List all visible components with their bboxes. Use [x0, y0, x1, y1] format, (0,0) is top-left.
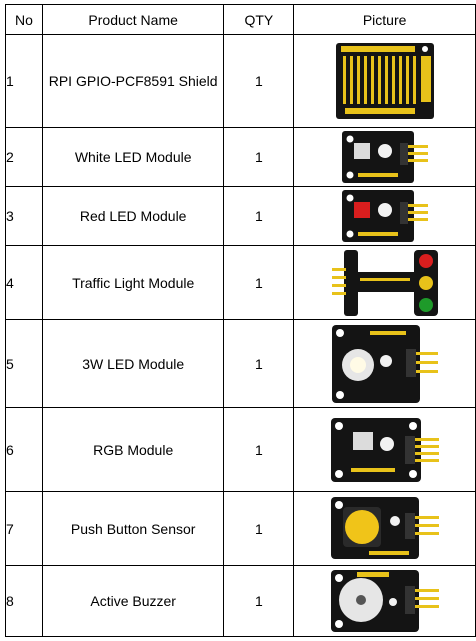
row-number: 7: [5, 491, 43, 566]
row-number: 4: [5, 245, 43, 320]
traffic-light-module-image: [331, 249, 438, 316]
product-qty: 1: [223, 34, 295, 128]
product-qty: 1: [223, 186, 295, 246]
row-number: 5: [5, 319, 43, 408]
table-row: 7 Push Button Sensor 1: [5, 491, 476, 566]
product-qty: 1: [223, 319, 295, 408]
product-name: White LED Module: [41, 127, 225, 187]
rgb-module-image: [330, 417, 439, 482]
row-number: 6: [5, 407, 43, 492]
product-qty: 1: [223, 491, 295, 566]
product-table: No Product Name QTY Picture 1 RPI GPIO-P…: [5, 4, 476, 637]
header-picture: Picture: [293, 4, 476, 35]
header-qty: QTY: [223, 4, 295, 35]
push-button-module-image: [330, 496, 439, 559]
product-qty: 1: [223, 407, 295, 492]
red-led-module-image: [341, 190, 428, 242]
product-picture: [293, 407, 476, 492]
product-picture: [293, 245, 476, 320]
table-row: 1 RPI GPIO-PCF8591 Shield 1: [5, 34, 476, 128]
row-number: 2: [5, 127, 43, 187]
table-row: 2 White LED Module 1: [5, 127, 476, 187]
product-qty: 1: [223, 245, 295, 320]
row-number: 3: [5, 186, 43, 246]
header-row: No Product Name QTY Picture: [5, 4, 476, 35]
product-name: RPI GPIO-PCF8591 Shield: [41, 34, 225, 128]
product-qty: 1: [223, 565, 295, 637]
product-picture: [293, 186, 476, 246]
product-qty: 1: [223, 127, 295, 187]
active-buzzer-module-image: [330, 570, 439, 632]
gpio-shield-board-image: [335, 43, 434, 119]
product-picture: [293, 34, 476, 128]
product-name: RGB Module: [41, 407, 225, 492]
product-picture: [293, 319, 476, 408]
product-name: 3W LED Module: [41, 319, 225, 408]
product-name: Active Buzzer: [41, 565, 225, 637]
row-number: 1: [5, 34, 43, 128]
product-picture: [293, 565, 476, 637]
product-name: Traffic Light Module: [41, 245, 225, 320]
header-no: No: [5, 4, 43, 35]
header-product-name: Product Name: [41, 4, 225, 35]
product-name: Red LED Module: [41, 186, 225, 246]
3w-led-module-image: [331, 324, 438, 403]
product-picture: [293, 127, 476, 187]
product-name: Push Button Sensor: [41, 491, 225, 566]
table-row: 3 Red LED Module 1: [5, 186, 476, 246]
white-led-module-image: [341, 131, 428, 183]
table-row: 6 RGB Module 1: [5, 407, 476, 492]
product-picture: [293, 491, 476, 566]
table-row: 4 Traffic Light Module 1: [5, 245, 476, 320]
row-number: 8: [5, 565, 43, 637]
table-row: 8 Active Buzzer 1: [5, 565, 476, 637]
table-row: 5 3W LED Module 1: [5, 319, 476, 408]
